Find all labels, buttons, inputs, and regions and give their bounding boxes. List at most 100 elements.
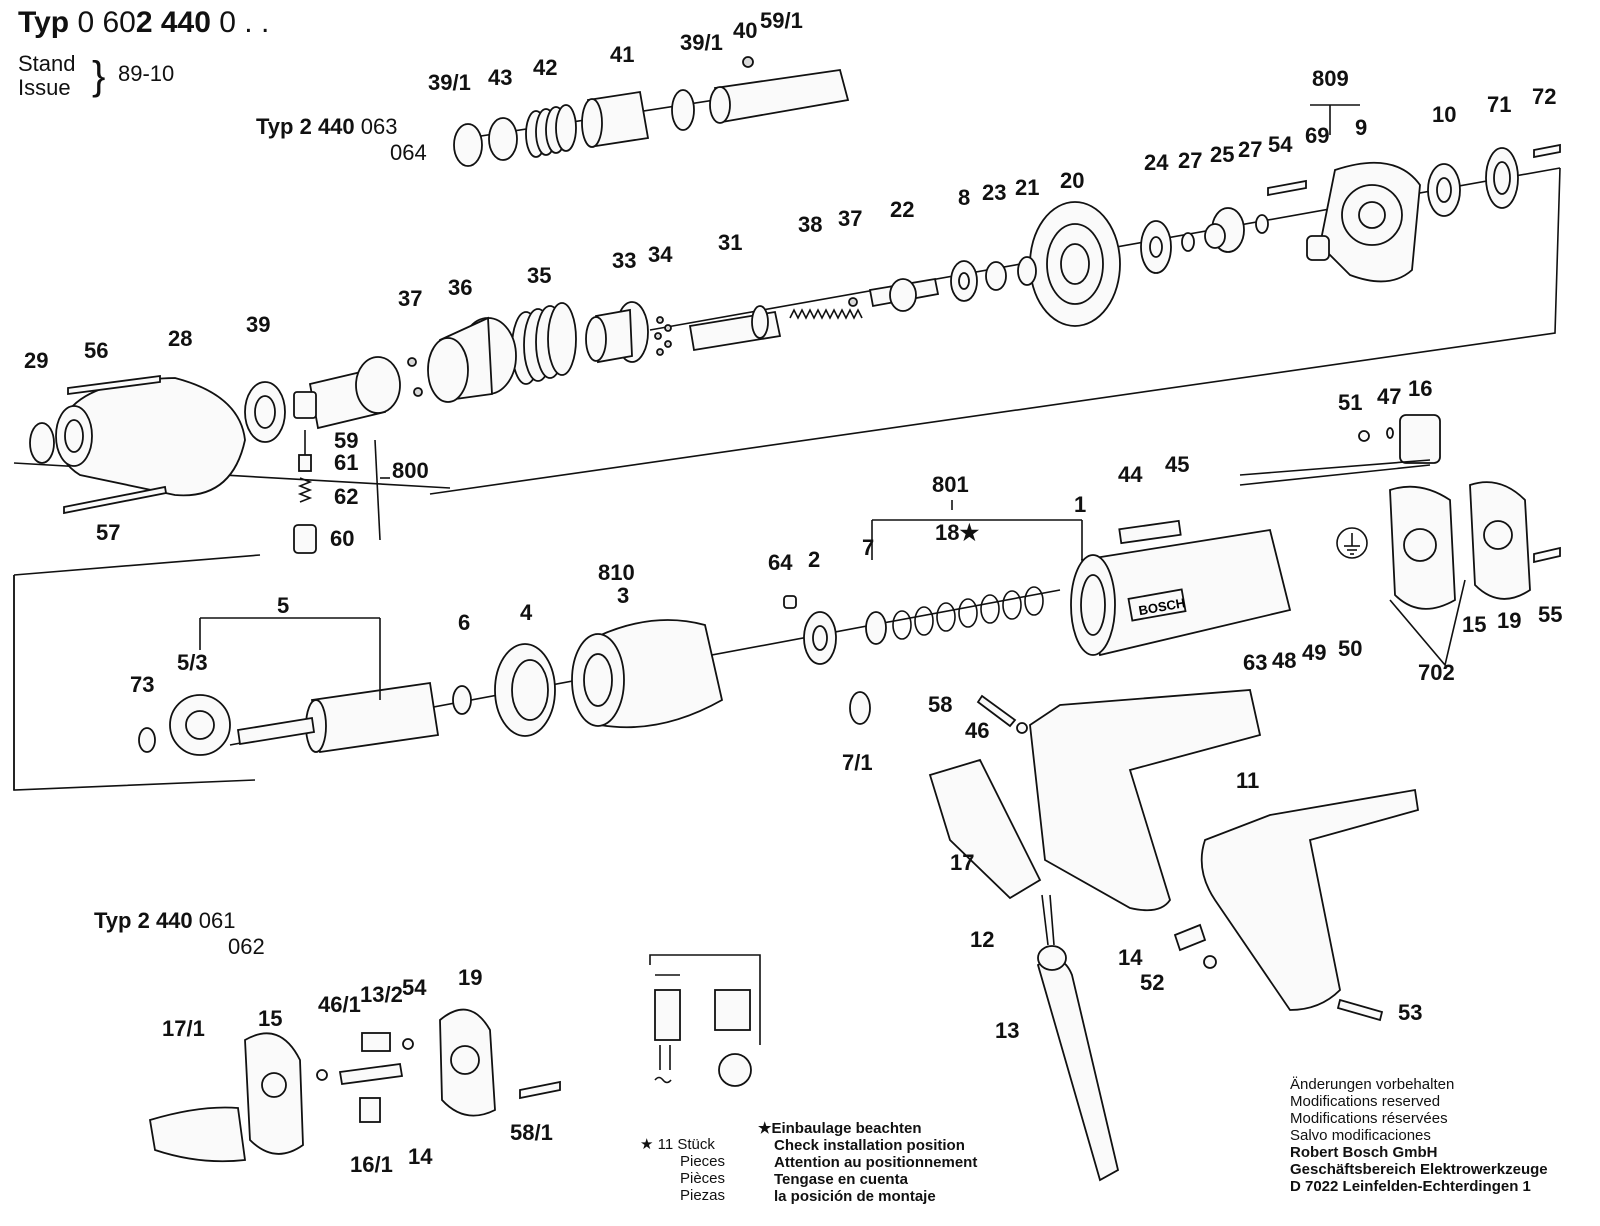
part-label-80: 13/2 — [360, 982, 403, 1007]
part-label-66: 15 — [1462, 612, 1486, 637]
screw-52 — [1203, 955, 1217, 969]
part-label-36: 61 — [334, 450, 358, 475]
housing-28 — [55, 377, 246, 497]
part-label-17: 24 — [1144, 150, 1169, 175]
cover-19 — [1469, 481, 1531, 600]
subtype-top: Typ 2 440 063 064 — [256, 114, 427, 165]
ring-7 — [865, 611, 887, 645]
part-label-9: 71 — [1487, 92, 1511, 117]
install-note: ★Einbaulage beachten Check installation … — [758, 1120, 978, 1205]
part-label-35: 59 — [334, 428, 358, 453]
part-label-38: 62 — [334, 484, 358, 509]
part-label-10: 10 — [1432, 102, 1456, 127]
screw-56 — [67, 374, 161, 396]
washer-43 — [488, 117, 518, 161]
part-label-52: 64 — [768, 550, 793, 575]
part-label-31: 39 — [246, 312, 270, 337]
part-label-2: 39/1 — [680, 30, 723, 55]
part-label-68: 55 — [1538, 602, 1562, 627]
part-label-12: 69 — [1305, 123, 1329, 148]
field-3 — [571, 619, 724, 729]
part-label-63: 49 — [1302, 640, 1326, 665]
part-label-64: 50 — [1338, 636, 1362, 661]
part-label-45: 44 — [1118, 462, 1143, 487]
part-label-70: 11 — [1236, 768, 1259, 793]
screw-51 — [1358, 430, 1370, 442]
part-label-24: 38 — [798, 212, 822, 237]
part-label-1: 59/1 — [760, 8, 803, 33]
part-label-72: 12 — [970, 927, 994, 952]
part-label-19: 21 — [1015, 175, 1039, 200]
spindle-59-1 — [713, 68, 850, 124]
part-label-67: 19 — [1497, 608, 1521, 633]
part-label-55: 4 — [520, 600, 533, 625]
part-label-27: 33 — [612, 248, 636, 273]
part-label-32: 28 — [168, 326, 192, 351]
part-label-40: 57 — [96, 520, 120, 545]
ball-37b — [407, 357, 417, 367]
part-label-54: 5 — [277, 593, 289, 618]
part-label-18: 20 — [1060, 168, 1084, 193]
leader-lines — [199, 104, 1360, 700]
part-label-59: 7/1 — [842, 750, 873, 775]
part-label-11: 9 — [1355, 115, 1367, 140]
spring-42 — [525, 104, 577, 158]
part-label-30: 37 — [398, 286, 422, 311]
screw-58 — [976, 694, 1017, 728]
armature-5 — [236, 681, 440, 754]
part-label-73: 14 — [1118, 945, 1143, 970]
washer-27b — [1255, 214, 1269, 234]
brush-16-1 — [359, 1097, 381, 1123]
part-label-39: 60 — [330, 526, 354, 551]
top-parts — [453, 56, 850, 167]
screw-72 — [1533, 143, 1561, 159]
part-label-28: 35 — [527, 263, 551, 288]
part-label-74: 52 — [1140, 970, 1164, 995]
part-label-3: 43 — [488, 65, 512, 90]
bushing-69 — [1306, 235, 1330, 261]
ring-7-1 — [849, 691, 871, 725]
wiring-schematic — [649, 954, 761, 1087]
part-label-21: 8 — [958, 185, 970, 210]
part-label-81: 54 — [402, 975, 427, 1000]
screw-55 — [1533, 546, 1561, 564]
screw-53 — [1336, 998, 1384, 1022]
part-label-85: 16/1 — [350, 1152, 393, 1177]
pin-64 — [783, 595, 797, 609]
model-title: Typ 0 602 440 0 . . — [18, 6, 270, 39]
part-label-0: 40 — [733, 18, 757, 43]
gear-housing-9 — [1319, 161, 1421, 283]
parts-61-62-60 — [293, 430, 317, 554]
wire-702 — [1389, 579, 1466, 667]
washer-47 — [1386, 427, 1394, 439]
part-label-5: 41 — [610, 42, 634, 67]
fan-5-3 — [169, 694, 231, 756]
connector-16 — [1239, 414, 1441, 486]
spring-35 — [511, 302, 577, 385]
part-label-25: 31 — [718, 230, 742, 255]
part-label-50: 810 — [598, 560, 635, 585]
issue-label: Issue — [18, 75, 71, 100]
part-label-6: 39/1 — [428, 70, 471, 95]
part-label-79: 46/1 — [318, 992, 361, 1017]
part-labels: 40 59/1 39/1 43 42 41 39/1 809 72 71 10 … — [24, 8, 1562, 1177]
part-label-29: 36 — [448, 275, 472, 300]
cam-33 — [585, 301, 649, 364]
brush-13-2 — [361, 1032, 391, 1052]
part-label-37: 800 — [392, 458, 429, 483]
part-label-77: 17/1 — [162, 1016, 205, 1041]
earth-symbol — [1336, 527, 1368, 559]
part-label-75: 53 — [1398, 1000, 1422, 1025]
switch-17 — [928, 758, 1042, 900]
part-label-76: 13 — [995, 1018, 1019, 1043]
ball-40 — [742, 56, 754, 68]
part-label-49: 7 — [862, 535, 874, 560]
part-label-23: 37 — [838, 206, 862, 231]
part-label-71: 17 — [950, 850, 974, 875]
part-label-61: 46 — [965, 718, 989, 743]
washer-46-1 — [316, 1069, 328, 1081]
plate-44 — [1118, 519, 1182, 545]
circlip-39-1 — [453, 123, 483, 167]
part-label-82: 19 — [458, 965, 482, 990]
